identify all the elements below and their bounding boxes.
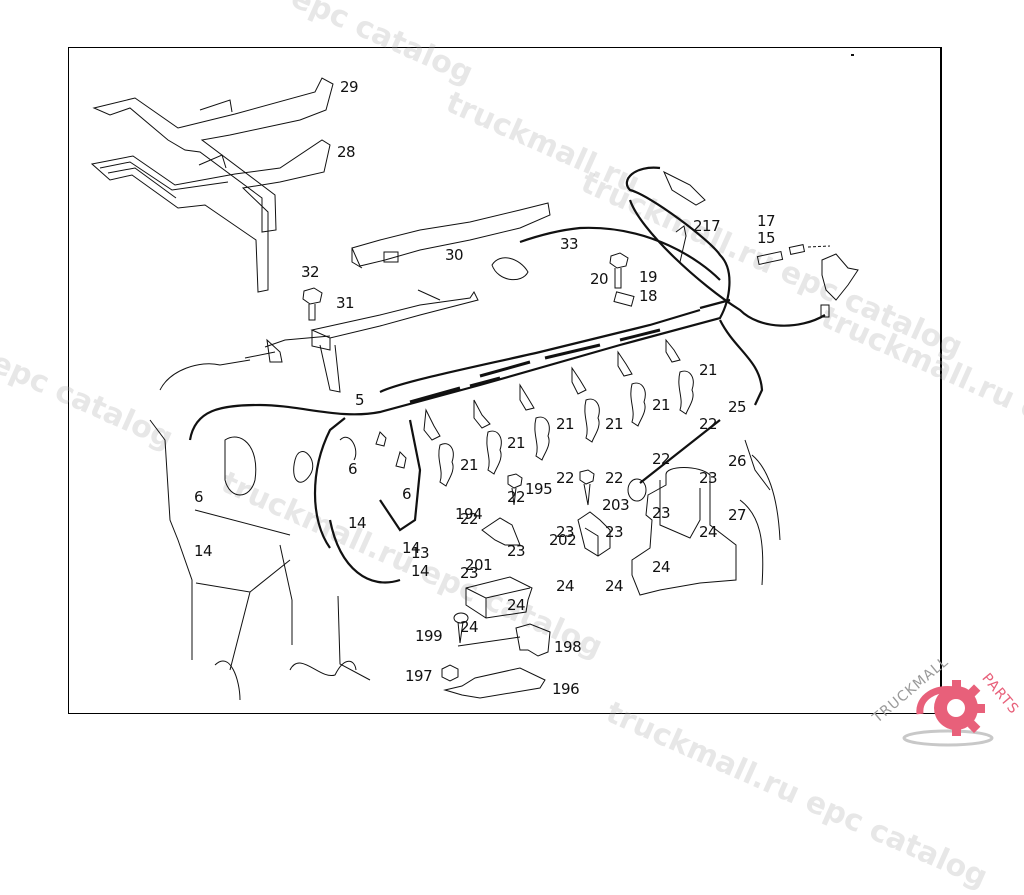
label-22: 22: [460, 510, 479, 528]
label-24: 24: [460, 618, 479, 636]
clip-part-217: [675, 225, 687, 263]
plug-boots: [375, 338, 681, 469]
label-14: 14: [194, 542, 213, 560]
truckmallparts-logo: TRUCKMALL PARTS: [858, 652, 1024, 750]
label-15: 15: [757, 229, 776, 247]
nut-part-197: [441, 664, 459, 682]
label-27: 27: [728, 506, 747, 524]
label-stack-21-24: 21 22 23 24: [605, 379, 624, 613]
bolt-part-203: [579, 469, 595, 506]
label-24: 24: [699, 523, 718, 541]
bolt-part-20: [609, 252, 629, 289]
label-17: 17: [757, 212, 776, 230]
label-22: 22: [699, 415, 718, 433]
label-21: 21: [507, 434, 526, 452]
label-stack-6-14-left: 6 14: [194, 452, 213, 578]
label-14: 14: [402, 539, 421, 557]
label-24: 24: [556, 577, 575, 595]
label-199: 199: [415, 627, 443, 645]
cover-part-29: [92, 77, 334, 233]
parts-drawing: [90, 54, 859, 701]
label-24: 24: [605, 577, 624, 595]
actuator-assembly: [631, 439, 781, 596]
label-20: 20: [590, 270, 609, 288]
label-19: 19: [639, 268, 658, 286]
label-5: 5: [355, 391, 365, 409]
label-stack-6-14-right: 6 14: [402, 449, 421, 575]
label-198: 198: [554, 638, 582, 656]
label-22: 22: [605, 469, 624, 487]
label-26: 26: [728, 452, 747, 470]
label-stack-21-24: 21 22 23 24: [460, 420, 479, 654]
label-29: 29: [340, 78, 359, 96]
label-21: 21: [699, 361, 718, 379]
cap-part-33: [491, 257, 529, 281]
label-195: 195: [525, 480, 553, 498]
label-6: 6: [348, 460, 358, 478]
label-22: 22: [556, 469, 575, 487]
bolt-part-32: [302, 287, 323, 321]
screw-part-199: [453, 612, 521, 647]
harness-segments: [409, 328, 661, 404]
ignition-coils: [438, 370, 694, 487]
label-stack-21-24: 21 22 23 24: [652, 360, 671, 594]
label-197: 197: [405, 667, 433, 685]
connector-part-15: [756, 244, 831, 266]
label-14: 14: [411, 562, 430, 580]
label-23: 23: [507, 542, 526, 560]
cover-part-28: [90, 139, 331, 293]
label-28: 28: [337, 143, 356, 161]
ring-terminal: [627, 478, 647, 502]
label-14: 14: [348, 514, 367, 532]
plate-part-196: [443, 667, 546, 699]
label-6: 6: [402, 485, 412, 503]
label-33: 33: [560, 235, 579, 253]
label-21: 21: [605, 415, 624, 433]
sensor-top: [662, 170, 706, 206]
label-194: 194: [455, 505, 483, 523]
label-stack-21-24: 21 22 23 24: [556, 379, 575, 613]
label-24: 24: [652, 558, 671, 576]
rail-part-31: [244, 289, 479, 393]
rail-part-30: [351, 202, 551, 269]
label-21: 21: [652, 396, 671, 414]
module-part-201: [465, 576, 533, 619]
label-24: 24: [507, 596, 526, 614]
label-202: 202: [549, 531, 577, 549]
label-21: 21: [556, 415, 575, 433]
label-32: 32: [301, 263, 320, 281]
gear-logo-icon: [902, 680, 994, 747]
label-21: 21: [460, 456, 479, 474]
label-203: 203: [602, 496, 630, 514]
label-22: 22: [652, 450, 671, 468]
label-23: 23: [652, 504, 671, 522]
label-23: 23: [605, 523, 624, 541]
label-22: 22: [507, 488, 526, 506]
engine-block: [149, 359, 371, 701]
label-217: 217: [693, 217, 721, 235]
label-stack-21-24: 21 22 23 24: [507, 398, 526, 632]
label-stack-6-14-mid: 6 14: [348, 424, 367, 550]
diagram-frame: [68, 47, 942, 714]
label-31: 31: [336, 294, 355, 312]
relay-part-202: [577, 511, 611, 557]
connector-part-18: [613, 291, 635, 307]
label-6: 6: [194, 488, 204, 506]
bracket-part-194: [481, 517, 521, 546]
sensor-part-17: [820, 253, 859, 318]
label-stack-25-27: 25 26 27: [728, 362, 747, 542]
bolt-part-195: [507, 473, 523, 506]
label-18: 18: [639, 287, 658, 305]
bracket-part-198: [515, 623, 551, 657]
label-13: 13: [411, 544, 430, 562]
label-23: 23: [460, 564, 479, 582]
label-30: 30: [445, 246, 464, 264]
label-23: 23: [699, 469, 718, 487]
wiring-harness: [188, 166, 826, 584]
label-25: 25: [728, 398, 747, 416]
label-196: 196: [552, 680, 580, 698]
label-stack-21-24: 21 22 23 24: [699, 325, 718, 559]
label-23: 23: [556, 523, 575, 541]
label-201: 201: [465, 556, 493, 574]
